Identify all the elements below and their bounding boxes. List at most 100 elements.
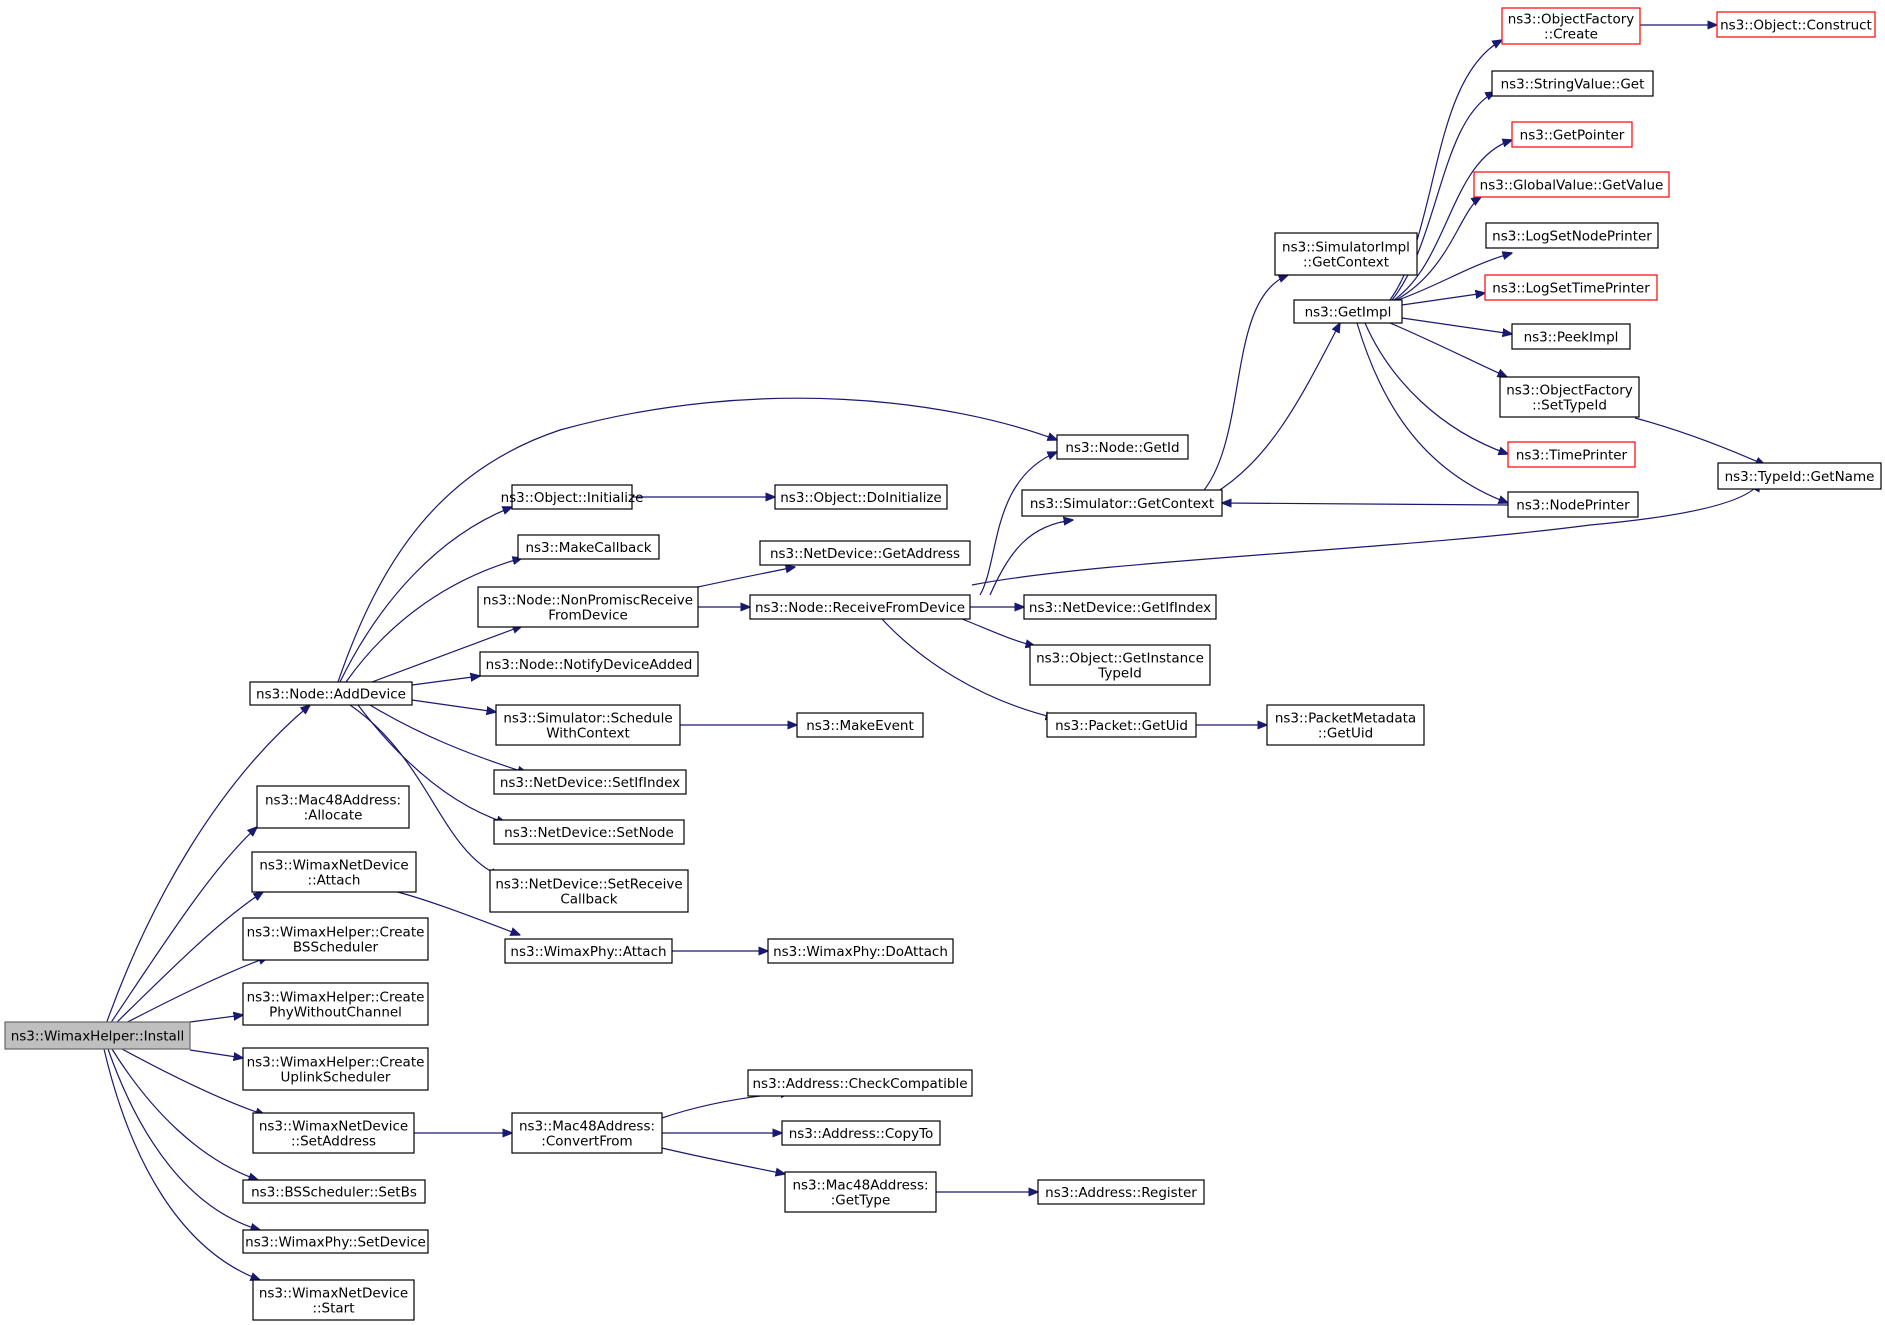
node-objectfactory-settypeid[interactable]: ns3::ObjectFactory::SetTypeId — [1499, 376, 1640, 418]
node-logsetnodeprinter[interactable]: ns3::LogSetNodePrinter — [1485, 222, 1659, 249]
node-box[interactable] — [1046, 712, 1197, 738]
node-node-receivefromdevice[interactable]: ns3::Node::ReceiveFromDevice — [749, 594, 971, 620]
node-address-copyto[interactable]: ns3::Address::CopyTo — [781, 1120, 941, 1146]
node-object-doinitialize[interactable]: ns3::Object::DoInitialize — [774, 484, 948, 510]
node-box[interactable] — [1485, 222, 1659, 249]
node-box[interactable] — [1029, 644, 1211, 686]
node-box[interactable] — [242, 1229, 429, 1254]
node-box[interactable] — [759, 540, 971, 566]
node-box[interactable] — [1511, 121, 1633, 148]
node-object-initialize[interactable]: ns3::Object::Initialize — [501, 484, 644, 510]
node-node-notifydeviceadded[interactable]: ns3::Node::NotifyDeviceAdded — [479, 651, 699, 677]
node-box[interactable] — [1021, 489, 1223, 517]
node-objectfactory-create[interactable]: ns3::ObjectFactory::Create — [1501, 7, 1641, 45]
node-box[interactable] — [493, 819, 685, 845]
node-simulator-getcontext[interactable]: ns3::Simulator::GetContext — [1021, 489, 1223, 517]
node-box[interactable] — [747, 1069, 973, 1097]
node-typeid-getname[interactable]: ns3::TypeId::GetName — [1717, 462, 1882, 490]
node-simulatorimpl-getcontext[interactable]: ns3::SimulatorImpl::GetContext — [1274, 232, 1418, 276]
node-timeprinter[interactable]: ns3::TimePrinter — [1507, 441, 1636, 468]
node-mac48-allocate[interactable]: ns3::Mac48Address::Allocate — [256, 785, 410, 829]
node-makeevent[interactable]: ns3::MakeEvent — [796, 712, 924, 738]
node-peekimpl[interactable]: ns3::PeekImpl — [1511, 323, 1631, 350]
node-box[interactable] — [504, 938, 673, 964]
node-box[interactable] — [1507, 441, 1636, 468]
node-box[interactable] — [242, 917, 429, 961]
node-wimaxphy-setdevice[interactable]: ns3::WimaxPhy::SetDevice — [242, 1229, 429, 1254]
node-packetmetadata-getuid[interactable]: ns3::PacketMetadata::GetUid — [1266, 704, 1425, 746]
node-globalvalue-getvalue[interactable]: ns3::GlobalValue::GetValue — [1473, 171, 1670, 198]
node-box[interactable] — [511, 1112, 663, 1154]
node-packet-getuid[interactable]: ns3::Packet::GetUid — [1046, 712, 1197, 738]
node-netdevice-getaddress[interactable]: ns3::NetDevice::GetAddress — [759, 540, 971, 566]
node-nodeprinter[interactable]: ns3::NodePrinter — [1507, 491, 1639, 518]
node-box[interactable] — [1716, 11, 1876, 38]
node-box[interactable] — [4, 1021, 191, 1050]
node-box[interactable] — [1511, 323, 1631, 350]
node-box[interactable] — [781, 1120, 941, 1146]
node-box[interactable] — [242, 1179, 426, 1204]
node-box[interactable] — [784, 1171, 937, 1213]
node-wimaxnetdevice-start[interactable]: ns3::WimaxNetDevice::Start — [252, 1279, 415, 1321]
node-netdevice-setifindex[interactable]: ns3::NetDevice::SetIfIndex — [493, 769, 687, 795]
node-box[interactable] — [1507, 491, 1639, 518]
node-wimaxnetdevice-attach[interactable]: ns3::WimaxNetDevice::Attach — [251, 851, 417, 893]
node-makecallback[interactable]: ns3::MakeCallback — [517, 534, 660, 560]
node-box[interactable] — [1473, 171, 1670, 198]
node-box[interactable] — [252, 1112, 415, 1154]
node-box[interactable] — [1266, 704, 1425, 746]
node-address-checkcompatible[interactable]: ns3::Address::CheckCompatible — [747, 1069, 973, 1097]
node-box[interactable] — [1484, 274, 1658, 301]
node-box[interactable] — [256, 785, 410, 829]
node-box[interactable] — [1293, 299, 1403, 324]
node-wimaxhelper-install[interactable]: ns3::WimaxHelper::Install — [4, 1021, 191, 1050]
node-box[interactable] — [774, 484, 948, 510]
node-netdevice-setnode[interactable]: ns3::NetDevice::SetNode — [493, 819, 685, 845]
node-mac48-gettype[interactable]: ns3::Mac48Address::GetType — [784, 1171, 937, 1213]
node-mac48-convertfrom[interactable]: ns3::Mac48Address::ConvertFrom — [511, 1112, 663, 1154]
node-box[interactable] — [1717, 462, 1882, 490]
node-node-adddevice[interactable]: ns3::Node::AddDevice — [249, 681, 413, 706]
node-box[interactable] — [1491, 70, 1654, 97]
node-netdevice-getifindex[interactable]: ns3::NetDevice::GetIfIndex — [1023, 594, 1217, 620]
node-object-construct[interactable]: ns3::Object::Construct — [1716, 11, 1876, 38]
node-box[interactable] — [749, 594, 971, 620]
node-box[interactable] — [767, 938, 954, 964]
node-node-getid[interactable]: ns3::Node::GetId — [1056, 434, 1189, 460]
node-box[interactable] — [1023, 594, 1217, 620]
node-box[interactable] — [495, 704, 681, 746]
node-box[interactable] — [1037, 1179, 1205, 1205]
node-logsettimeprinter[interactable]: ns3::LogSetTimePrinter — [1484, 274, 1658, 301]
node-stringvalue-get[interactable]: ns3::StringValue::Get — [1491, 70, 1654, 97]
node-wimaxphy-doattach[interactable]: ns3::WimaxPhy::DoAttach — [767, 938, 954, 964]
node-box[interactable] — [511, 484, 633, 510]
node-box[interactable] — [489, 869, 689, 913]
node-box[interactable] — [1501, 7, 1641, 45]
node-getimpl[interactable]: ns3::GetImpl — [1293, 299, 1403, 324]
node-wimaxnetdevice-setaddress[interactable]: ns3::WimaxNetDevice::SetAddress — [252, 1112, 415, 1154]
node-box[interactable] — [796, 712, 924, 738]
node-box[interactable] — [517, 534, 660, 560]
node-box[interactable] — [493, 769, 687, 795]
node-box[interactable] — [1274, 232, 1418, 276]
node-box[interactable] — [1056, 434, 1189, 460]
node-getpointer[interactable]: ns3::GetPointer — [1511, 121, 1633, 148]
node-box[interactable] — [251, 851, 417, 893]
node-create-phywithoutchannel[interactable]: ns3::WimaxHelper::CreatePhyWithoutChanne… — [242, 982, 429, 1026]
node-bsscheduler-setbs[interactable]: ns3::BSScheduler::SetBs — [242, 1179, 426, 1204]
node-wimaxphy-attach[interactable]: ns3::WimaxPhy::Attach — [504, 938, 673, 964]
node-address-register[interactable]: ns3::Address::Register — [1037, 1179, 1205, 1205]
node-box[interactable] — [252, 1279, 415, 1321]
node-box[interactable] — [242, 1047, 429, 1091]
node-box[interactable] — [479, 651, 699, 677]
node-box[interactable] — [477, 586, 699, 628]
node-box[interactable] — [242, 982, 429, 1026]
node-box[interactable] — [249, 681, 413, 706]
node-box[interactable] — [1499, 376, 1640, 418]
